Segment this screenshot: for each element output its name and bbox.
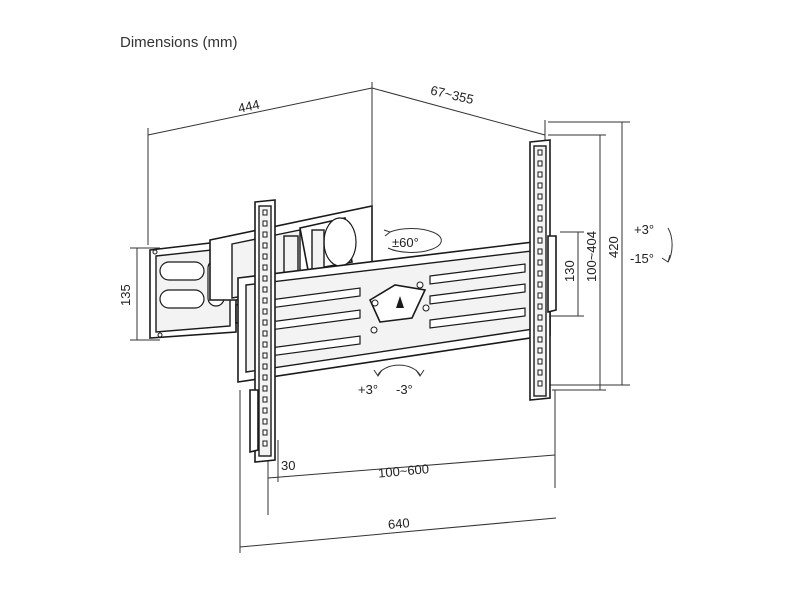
level-minus-label: -3° [396, 382, 413, 397]
swivel-arrow [383, 227, 442, 253]
bracket-hole [262, 363, 268, 370]
bracket-hole [537, 281, 543, 288]
bracket-hole [537, 171, 543, 178]
level-plus-label: +3° [358, 382, 378, 397]
bracket-hole [537, 380, 543, 387]
bracket-hole [537, 149, 543, 156]
tilt-arrow [661, 227, 673, 263]
bracket-hole [262, 374, 268, 381]
bracket-hole [262, 297, 268, 304]
bracket-hole [262, 275, 268, 282]
dim-420: 420 [606, 236, 621, 258]
bracket-hole [537, 237, 543, 244]
bracket-hole [537, 369, 543, 376]
bracket-hole [537, 215, 543, 222]
dim-444: 444 [237, 97, 261, 116]
bracket-hole [262, 385, 268, 392]
bracket-hole [537, 270, 543, 277]
bracket-hole [537, 182, 543, 189]
vertical-bracket-left [249, 199, 276, 463]
bracket-hole [537, 314, 543, 321]
bracket-hole [537, 193, 543, 200]
bracket-hole [262, 308, 268, 315]
dim-100-600: 100~600 [378, 461, 430, 480]
dimension-lines [130, 82, 630, 553]
dim-640: 640 [387, 515, 410, 532]
bracket-hole [262, 429, 268, 436]
bracket-hole [262, 330, 268, 337]
dim-100-404: 100~404 [584, 231, 599, 282]
bracket-hole [262, 418, 268, 425]
bracket-hole [262, 440, 268, 447]
swivel-label: ±60° [392, 235, 419, 250]
bracket-hole [537, 347, 543, 354]
bracket-hole [262, 209, 268, 216]
tilt-down-label: -15° [630, 251, 654, 266]
bracket-hole [537, 226, 543, 233]
tilt-up-label: +3° [634, 222, 654, 237]
level-arrow [373, 364, 425, 377]
bracket-hole [537, 204, 543, 211]
bracket-hole [262, 242, 268, 249]
bracket-hole [262, 231, 268, 238]
diagram-title: Dimensions (mm) [120, 34, 238, 51]
bracket-hole [262, 264, 268, 271]
bracket-hole [537, 336, 543, 343]
bracket-hole [537, 325, 543, 332]
bracket-hole [537, 358, 543, 365]
dim-30: 30 [281, 458, 295, 473]
bracket-hole [262, 319, 268, 326]
bracket-hole [262, 286, 268, 293]
bracket-hole [537, 303, 543, 310]
dim-135: 135 [118, 284, 133, 306]
bracket-hole [262, 253, 268, 260]
bracket-hole [262, 220, 268, 227]
dim-130: 130 [562, 260, 577, 282]
bracket-hole [537, 259, 543, 266]
bracket-hole [537, 292, 543, 299]
vertical-bracket-right [529, 139, 557, 401]
bracket-hole [262, 341, 268, 348]
bracket-hole [262, 407, 268, 414]
dim-67-355: 67~355 [429, 83, 475, 107]
bracket-hole [262, 352, 268, 359]
bracket-hole [537, 160, 543, 167]
tv-rails [237, 239, 551, 383]
bracket-hole [262, 396, 268, 403]
bracket-hole [537, 248, 543, 255]
